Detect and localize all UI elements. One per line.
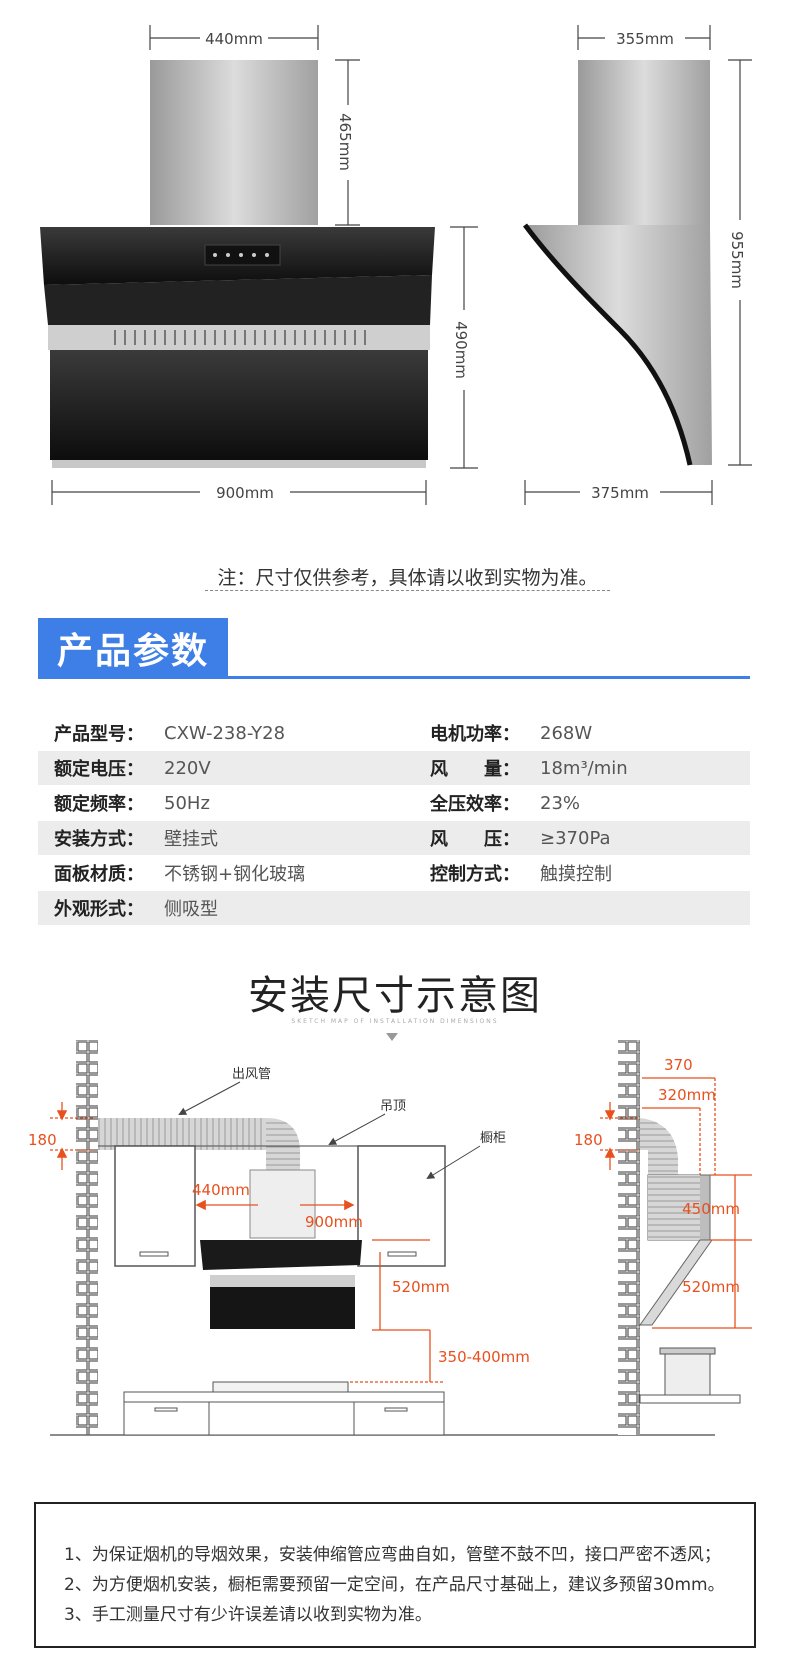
dim-install-520-left: 520mm <box>392 1278 450 1296</box>
dim-front-bottom-width: 900mm <box>216 484 274 502</box>
param-label: 额定频率： <box>54 794 144 815</box>
install-title: 安装尺寸示意图 <box>248 973 542 1019</box>
param-value: 18m³/min <box>540 757 628 779</box>
dim-side-top-width: 355mm <box>616 30 674 48</box>
dim-install-320: 320mm <box>658 1086 716 1104</box>
dim-side-bottom-width: 375mm <box>591 484 649 502</box>
param-label: 风 量： <box>430 759 520 780</box>
param-value: 268W <box>540 722 593 744</box>
dimension-drawing: 440mm 465mm 490mm 900mm 355mm 955mm 375m… <box>40 25 752 505</box>
param-value: 50Hz <box>164 792 210 814</box>
param-label: 风 压： <box>430 829 520 850</box>
label-cabinet: 橱柜 <box>480 1131 506 1146</box>
param-value: 220V <box>164 757 211 779</box>
param-row: 外观形式： 侧吸型 <box>38 891 750 925</box>
param-row: 面板材质： 不锈钢+钢化玻璃 控制方式： 触摸控制 <box>38 856 750 890</box>
install-down-arrow-icon <box>386 1033 398 1041</box>
right-wall <box>618 1040 640 1435</box>
param-value: ≥370Pa <box>540 827 611 849</box>
param-label: 安装方式： <box>54 829 144 850</box>
dim-install-180-left: 180 <box>28 1131 57 1149</box>
param-label: 电机功率： <box>430 724 520 745</box>
dim-install-450: 450mm <box>682 1200 740 1218</box>
param-value: 壁挂式 <box>164 829 218 850</box>
param-value: 侧吸型 <box>164 899 218 920</box>
param-label: 控制方式： <box>430 864 520 885</box>
params-divider <box>38 676 750 679</box>
dim-front-top-width: 440mm <box>205 30 263 48</box>
param-value: 23% <box>540 792 581 814</box>
front-view: 440mm 465mm 490mm 900mm <box>40 25 478 505</box>
side-view: 355mm 955mm 375mm <box>523 25 752 505</box>
param-label: 全压效率： <box>430 794 520 815</box>
param-row: 额定频率： 50Hz 全压效率： 23% <box>38 786 750 820</box>
dim-front-bottom-height: 490mm <box>452 321 470 379</box>
param-label: 外观形式： <box>54 899 144 920</box>
duct <box>98 1118 266 1150</box>
dim-install-180-right: 180 <box>574 1131 603 1149</box>
dim-install-440: 440mm <box>192 1181 250 1199</box>
left-wall <box>76 1040 98 1435</box>
dim-install-350-400: 350-400mm <box>438 1348 530 1366</box>
param-label: 面板材质： <box>54 864 144 885</box>
param-value: 不锈钢+钢化玻璃 <box>164 864 306 885</box>
param-value: 触摸控制 <box>540 864 612 885</box>
install-diagram: 180 440mm 900mm 520mm 350-400mm 出风管 吊顶 橱… <box>28 1040 752 1436</box>
param-value: CXW-238-Y28 <box>164 722 286 744</box>
dim-side-total-height: 955mm <box>728 231 746 289</box>
dimension-note: 注：尺寸仅供参考，具体请以收到实物为准。 <box>205 563 610 591</box>
note-line: 3、手工测量尺寸有少许误差请以收到实物为准。 <box>64 1605 432 1625</box>
dim-install-900: 900mm <box>305 1213 363 1231</box>
param-row: 产品型号： CXW-238-Y28 电机功率： 268W <box>38 716 750 750</box>
note-line: 2、为方便烟机安装，橱柜需要预留一定空间，在产品尺寸基础上，建议多预留30mm。 <box>64 1575 725 1595</box>
param-row: 额定电压： 220V 风 量： 18m³/min <box>38 751 750 785</box>
dim-front-top-height: 465mm <box>336 113 354 171</box>
label-duct: 出风管 <box>232 1067 271 1082</box>
dim-install-520-right: 520mm <box>682 1278 740 1296</box>
dim-install-370: 370 <box>664 1056 693 1074</box>
param-label: 产品型号： <box>54 724 144 745</box>
param-label: 额定电压： <box>54 759 144 780</box>
params-title: 产品参数 <box>38 618 228 678</box>
note-line: 1、为保证烟机的导烟效果，安装伸缩管应弯曲自如，管壁不鼓不凹，接口严密不透风； <box>64 1545 721 1565</box>
install-subtitle: SKETCH MAP OF INSTALLATION DIMENSIONS <box>291 1018 499 1025</box>
param-row: 安装方式： 壁挂式 风 压： ≥370Pa <box>38 821 750 855</box>
label-ceiling: 吊顶 <box>380 1099 406 1114</box>
install-notes: 1、为保证烟机的导烟效果，安装伸缩管应弯曲自如，管壁不鼓不凹，接口严密不透风； … <box>34 1502 756 1648</box>
